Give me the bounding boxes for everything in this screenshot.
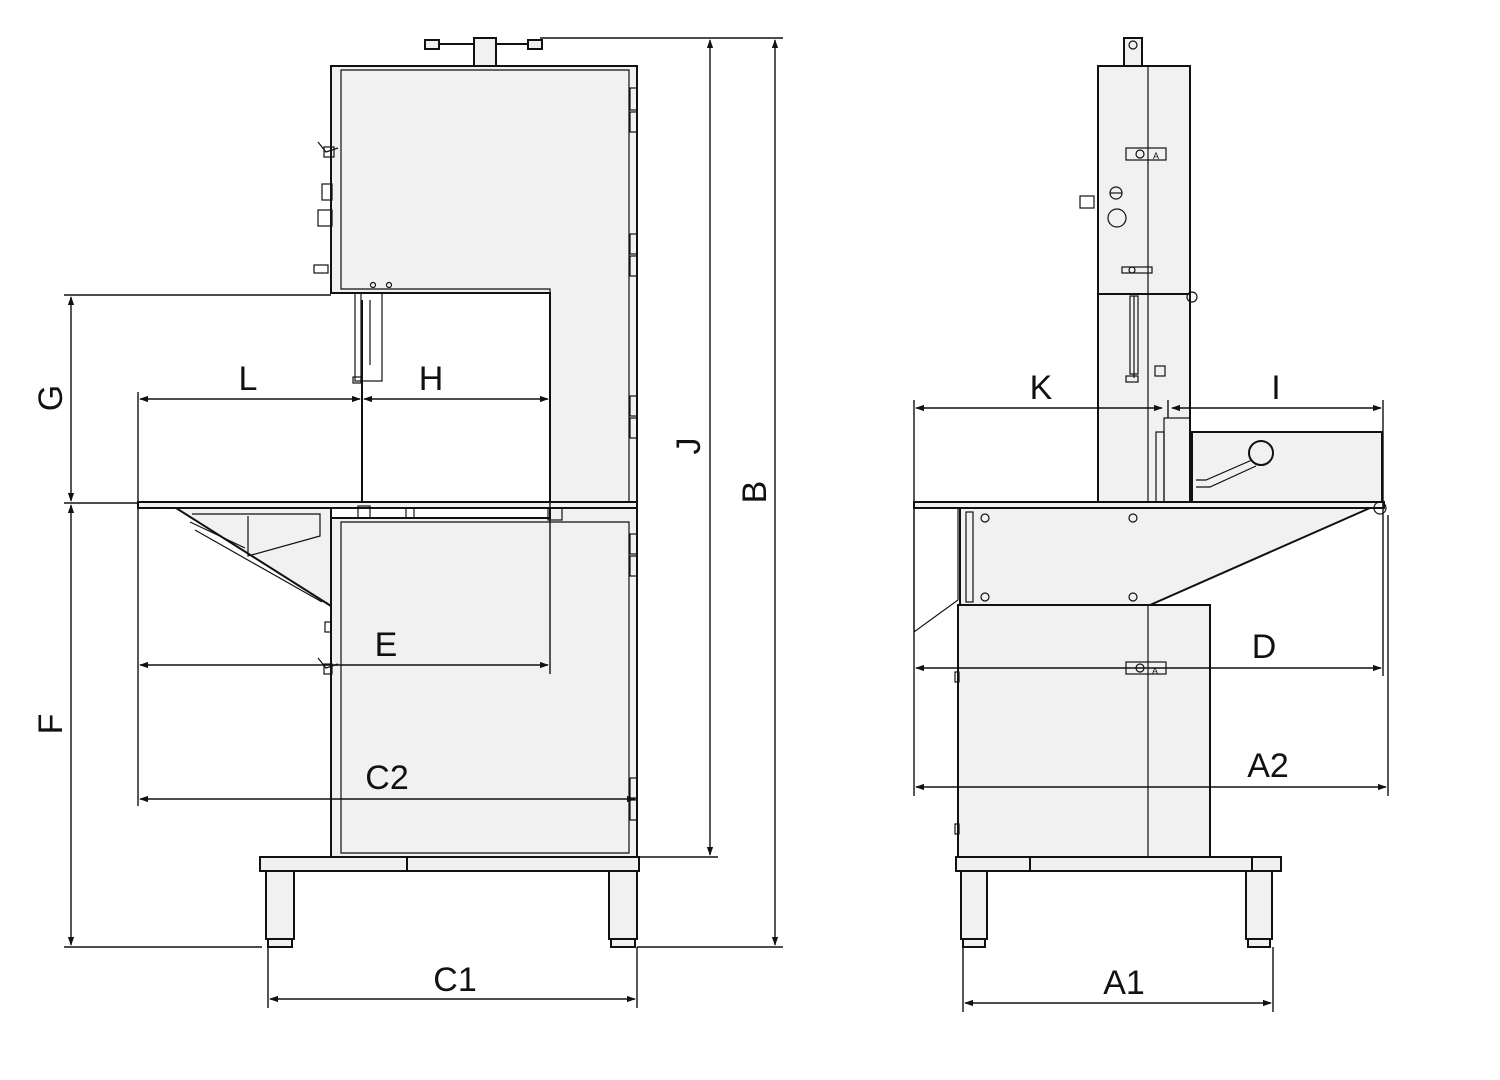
- side-knobs: [1079, 186, 1153, 274]
- label-A2: A2: [1247, 747, 1289, 785]
- upper-tag-plate: A: [1125, 147, 1167, 161]
- label-K: K: [1030, 369, 1053, 407]
- label-H: H: [419, 360, 444, 398]
- label-B: B: [736, 481, 774, 504]
- label-J: J: [670, 438, 708, 455]
- label-E: E: [375, 626, 398, 664]
- label-C2: C2: [365, 759, 408, 797]
- front-machine-body: [330, 65, 638, 858]
- front-view: L H G J B E F C2 C1: [32, 37, 783, 1008]
- door-hinges: [629, 87, 638, 821]
- label-L: L: [239, 360, 258, 398]
- top-eye-bolt: [1123, 37, 1143, 67]
- front-stand: [259, 856, 640, 948]
- label-F: F: [32, 714, 70, 735]
- tension-handle: [424, 37, 543, 67]
- label-C1: C1: [433, 961, 476, 999]
- label-A1: A1: [1103, 964, 1145, 1002]
- side-view: A: [913, 37, 1389, 1012]
- side-dimension-lines: [915, 404, 1387, 1007]
- table-bracket: [172, 507, 332, 608]
- label-I: I: [1271, 369, 1280, 407]
- blade-guide: [352, 292, 383, 503]
- side-cabinet: A: [954, 604, 1211, 858]
- meat-pusher: [1191, 431, 1383, 503]
- control-knobs: [313, 141, 393, 289]
- lower-door-outline: [340, 521, 630, 854]
- upper-plate-mark: A: [1153, 151, 1159, 161]
- side-column: [1097, 65, 1198, 504]
- side-stand: [955, 856, 1282, 948]
- front-extension-lines: [64, 37, 783, 1008]
- label-G: G: [32, 385, 70, 411]
- label-D: D: [1252, 628, 1277, 666]
- side-extension-lines: [913, 400, 1389, 1012]
- front-dimension-lines: [67, 39, 779, 1003]
